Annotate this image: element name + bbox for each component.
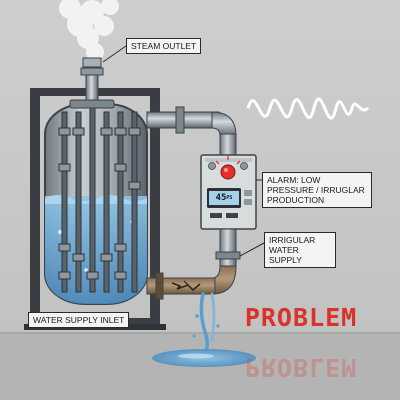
problem-banner: PROBLEM <box>244 303 358 332</box>
alarm-callout: ALARM: LOW PRESSURE / IRRUGLAR PRODUCTIO… <box>262 172 372 208</box>
steam-outlet-callout: STEAM OUTLET <box>126 38 202 54</box>
puddle-highlight <box>178 353 214 359</box>
steam-plume <box>59 0 119 61</box>
steam-callout-leader <box>102 45 127 63</box>
supply-callout-leader <box>239 242 265 257</box>
alarm-lamp <box>215 156 241 180</box>
rod-couplings <box>58 127 141 280</box>
lower-pipe <box>211 228 241 295</box>
water-supply-callout: IRRIGULAR WATER SUPPLY <box>264 232 336 268</box>
problem-banner-reflection: PROBLEM <box>244 353 358 382</box>
cracked-inlet-pipe <box>146 272 216 300</box>
pressure-display-value: 45 <box>215 193 227 203</box>
pressure-display-unit: PS <box>226 195 233 201</box>
heating-rods <box>61 99 138 293</box>
upper-pipe <box>146 106 237 157</box>
steam-outlet-pipe <box>69 57 115 109</box>
control-panel <box>200 154 257 230</box>
vibration-wave <box>246 97 370 120</box>
water-inlet-callout: WATER SUPPLY INLET <box>28 312 130 328</box>
pressure-display: 45PS <box>209 191 239 205</box>
